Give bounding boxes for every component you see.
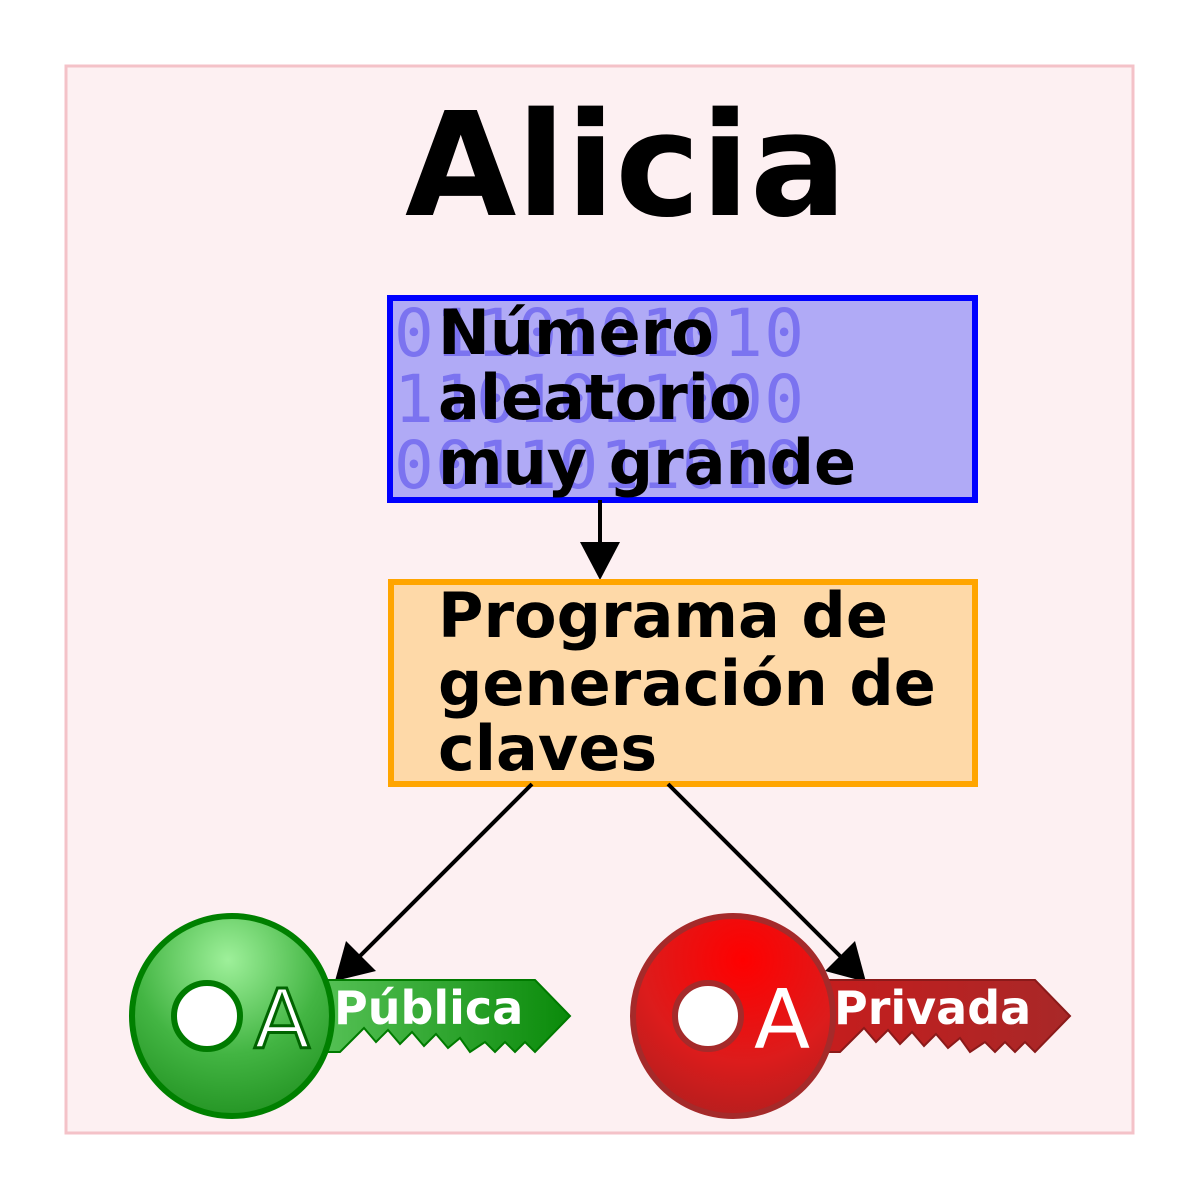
public-key-icon: A Pública [129,913,572,1119]
public-key-letter: A [254,973,310,1068]
private-key-label: Privada [834,981,1031,1035]
binary-row: 1101011000 [394,361,804,438]
random-box-line: muy grande [438,426,856,499]
random-number-box: 0110101010 1101011000 0011011010 Número … [387,295,978,504]
public-key-label: Pública [334,981,523,1035]
key-generation-program-box: Programa de generación de claves [388,579,978,787]
private-key-icon: A Privada [630,913,1072,1119]
arrow-to-private-key [666,782,866,982]
random-box-line: aleatorio [438,361,752,434]
binary-row: 0011011010 [394,427,804,504]
binary-row: 0110101010 [394,295,804,372]
private-key-letter: A [754,973,810,1068]
program-box-line: generación de [438,647,936,720]
arrow-to-public-key [335,782,534,981]
random-box-line: Número [438,296,714,369]
program-box-line: claves [438,712,657,785]
arrow-to-program [580,500,620,580]
diagram-title: Alicia [405,81,847,249]
program-box-line: Programa de [438,579,888,652]
